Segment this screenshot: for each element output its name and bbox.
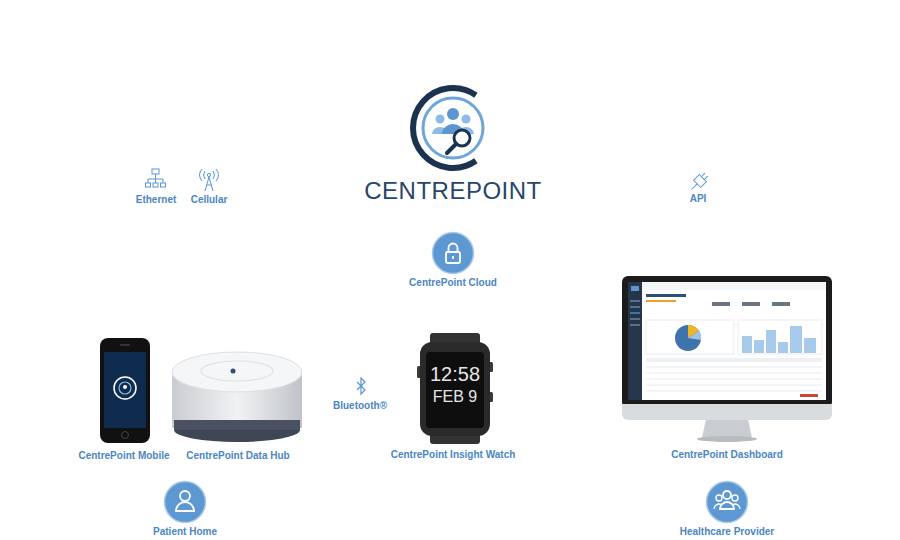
link-label: Cellular (191, 194, 228, 206)
node-icon (714, 491, 740, 509)
link-label: Bluetooth® (333, 400, 387, 412)
bluetooth-icon (357, 378, 365, 394)
link-label: API (690, 193, 707, 205)
title-holder: CENTREPOINT (364, 177, 542, 206)
phone-illustration (100, 338, 150, 443)
label-holder: Cellular (191, 194, 228, 206)
watch-illustration (417, 333, 493, 444)
label-holder: CentrePoint Mobile (78, 450, 169, 462)
device-label: CentrePoint Insight Watch (391, 449, 516, 461)
label-holder: Bluetooth® (333, 400, 387, 412)
hub-circle-node: Patient Home (151, 480, 219, 538)
node-disc (707, 482, 748, 523)
label-holder: 12:58 (430, 362, 480, 386)
node-disc (165, 482, 206, 523)
watch-time: 12:58 (430, 362, 480, 386)
logo-mark (413, 88, 483, 168)
node-disc (433, 233, 474, 274)
data-hub-illustration (172, 352, 302, 442)
ethernet-icon (146, 169, 166, 187)
node-circle (431, 231, 475, 275)
label-holder: Ethernet (136, 194, 177, 206)
api-icon (688, 171, 710, 193)
hub-circle-node: CentrePoint Cloud (407, 231, 499, 289)
node-circle (705, 480, 749, 524)
node-icon (176, 491, 194, 511)
node-caption: Healthcare Provider (678, 526, 777, 538)
label-holder: FEB 9 (433, 387, 477, 406)
device-label: CentrePoint Mobile (78, 450, 169, 462)
link-label: Ethernet (136, 194, 177, 206)
node-caption: Patient Home (151, 526, 219, 538)
watch-date: FEB 9 (433, 387, 477, 406)
node-icon (446, 244, 460, 264)
monitor-illustration (622, 276, 832, 442)
label-holder: CentrePoint Insight Watch (391, 449, 516, 461)
label-holder: API (690, 193, 707, 205)
device-label: CentrePoint Data Hub (186, 450, 289, 462)
cellular-icon (200, 169, 219, 191)
hub-circle-node: Healthcare Provider (678, 480, 777, 538)
node-caption: CentrePoint Cloud (407, 277, 499, 289)
label-holder: CentrePoint Data Hub (186, 450, 289, 462)
label-holder: CentrePoint Dashboard (671, 449, 783, 461)
node-circle (163, 480, 207, 524)
logo-wordmark: CENTREPOINT (364, 177, 542, 206)
device-label: CentrePoint Dashboard (671, 449, 783, 461)
